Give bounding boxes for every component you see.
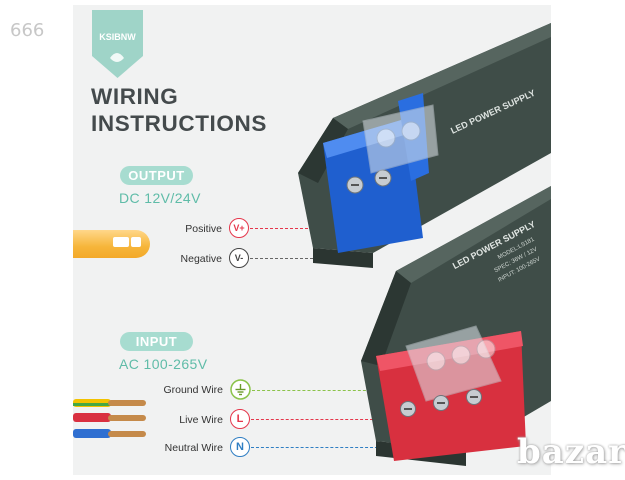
title-line-1: WIRING [91, 84, 179, 109]
ground-wire-label: Ground Wire [163, 384, 223, 396]
negative-line [250, 258, 343, 259]
input-voltage: AC 100-265V [119, 356, 208, 372]
brand-name: KSIBNW [99, 32, 136, 42]
positive-label: Positive [185, 223, 222, 235]
neutral-icon: N [230, 437, 250, 457]
neutral-line [251, 447, 497, 448]
output-voltage: DC 12V/24V [119, 190, 201, 206]
power-supply-output-image: LED POWER SUPPLY [298, 23, 551, 268]
brand-logo: KSIBNW [92, 10, 143, 78]
power-supply-input-image: LED POWER SUPPLY MODEL:LS181 SPEC: 36W /… [361, 186, 551, 466]
watermark-number: 666 [10, 20, 45, 41]
page-title: WIRING INSTRUCTIONS [91, 83, 267, 137]
live-wire-label: Live Wire [179, 414, 223, 426]
watermark-bazar: bazar [517, 432, 625, 472]
power-cable-image [73, 399, 146, 438]
positive-line [250, 228, 353, 229]
negative-label: Negative [180, 253, 222, 265]
ground-icon [230, 379, 251, 400]
led-strip-image [73, 230, 150, 258]
product-image-card: KSIBNW WIRING INSTRUCTIONS OUTPUT DC 12V… [73, 5, 551, 475]
neutral-wire-label: Neutral Wire [164, 442, 223, 454]
input-pill: INPUT [120, 332, 193, 351]
output-pill: OUTPUT [120, 166, 193, 185]
positive-icon: V+ [229, 218, 249, 238]
title-line-2: INSTRUCTIONS [91, 111, 267, 136]
negative-icon: V- [229, 248, 249, 268]
live-icon: L [230, 409, 250, 429]
